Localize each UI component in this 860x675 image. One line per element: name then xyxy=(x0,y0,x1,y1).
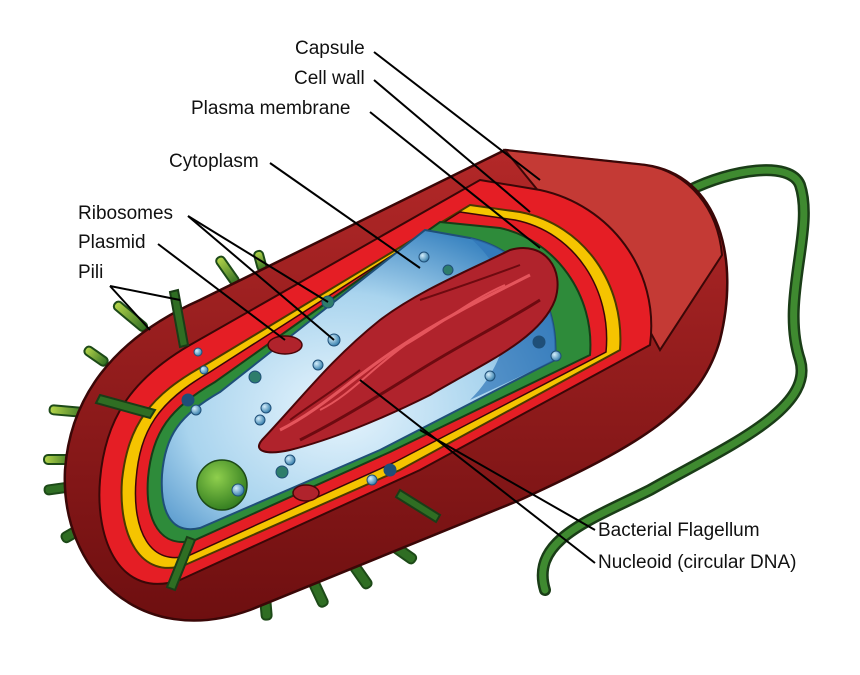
label-pili: Pili xyxy=(78,262,104,283)
plasmids xyxy=(267,335,320,502)
ribosomes xyxy=(181,251,562,497)
label-plasmid: Plasmid xyxy=(78,232,146,253)
label-capsule: Capsule xyxy=(295,38,365,59)
label-cell-wall: Cell wall xyxy=(294,68,365,89)
nucleoid xyxy=(258,247,559,454)
label-cytoplasm: Cytoplasm xyxy=(169,151,259,172)
label-plasma-membrane: Plasma membrane xyxy=(191,98,351,119)
label-ribosomes: Ribosomes xyxy=(78,203,174,224)
label-nucleoid: Nucleoid (circular DNA) xyxy=(598,552,797,573)
label-flagellum: Bacterial Flagellum xyxy=(598,520,760,541)
leader-lines xyxy=(109,51,596,564)
